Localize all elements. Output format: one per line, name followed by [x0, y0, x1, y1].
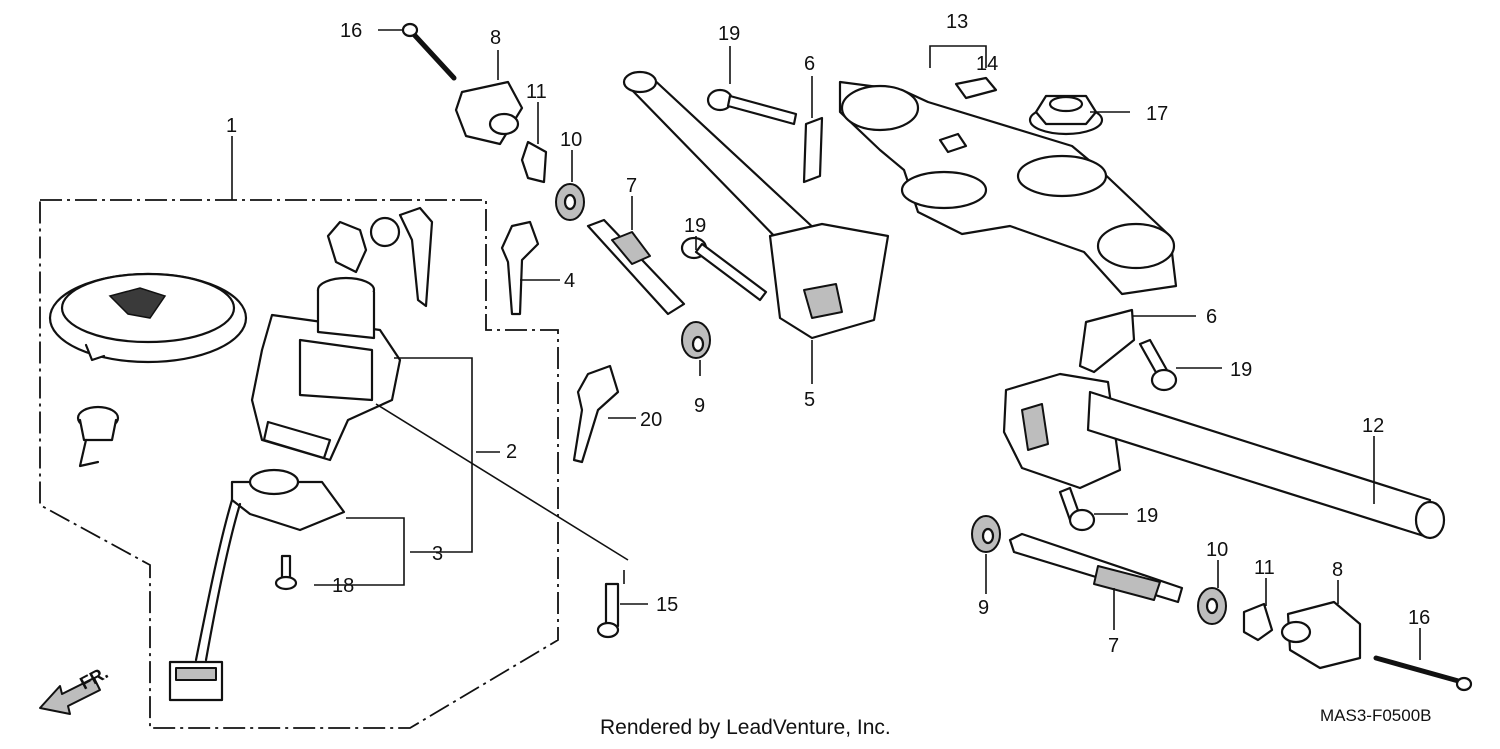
- top-bridge: [838, 80, 1178, 296]
- callout-5: 5: [804, 389, 815, 411]
- bar-end-weight-right: [1280, 600, 1473, 692]
- bolt-15: [596, 582, 620, 639]
- callout-4: 4: [564, 270, 575, 292]
- leader-15: [375, 403, 629, 561]
- callout-20: 20: [640, 409, 662, 431]
- pin-7-right: [1008, 532, 1184, 604]
- callout-7b: 7: [1108, 635, 1119, 657]
- bar-end-weight-left: [378, 22, 524, 146]
- screw-18: [274, 554, 298, 591]
- callout-19d: 19: [1136, 505, 1158, 527]
- nut-17: [1028, 94, 1104, 136]
- handlebar-right: [1002, 372, 1446, 540]
- plate-14: [954, 76, 998, 100]
- callout-9a: 9: [694, 395, 705, 417]
- callout-6b: 6: [1206, 306, 1217, 328]
- callout-19c: 19: [1230, 359, 1252, 381]
- leader-13: [929, 45, 987, 68]
- callout-1: 1: [226, 115, 237, 137]
- bolt-19-b: [680, 236, 768, 302]
- callout-11a: 11: [526, 81, 547, 103]
- leader-2a: [394, 357, 473, 553]
- callout-19b: 19: [684, 215, 706, 237]
- leader-3: [314, 517, 405, 586]
- bolt-19-d: [1058, 486, 1096, 532]
- handlebar-left: [622, 70, 890, 340]
- callout-6a: 6: [804, 53, 815, 75]
- plate-6-right: [1078, 308, 1136, 374]
- ignition-kit-frame: [39, 199, 559, 729]
- pin-7-left: [586, 218, 686, 316]
- callout-12: 12: [1362, 415, 1384, 437]
- grommet: [76, 405, 120, 468]
- key-20: [572, 364, 620, 464]
- ignition-switch: [250, 206, 434, 462]
- rubber-9-right: [971, 515, 1001, 553]
- rubber-left: [555, 183, 585, 221]
- render-credit: Rendered by LeadVenture, Inc.: [600, 716, 891, 739]
- plate-6-top: [802, 116, 824, 184]
- bolt-19-c: [1138, 338, 1178, 392]
- rubber-10-right: [1197, 587, 1227, 625]
- callout-10b: 10: [1206, 539, 1228, 561]
- clip-11-right: [1242, 602, 1274, 642]
- key-sensor-ring: [168, 468, 346, 702]
- fuel-cap: [48, 272, 248, 364]
- callout-18: 18: [332, 575, 354, 597]
- callout-16b: 16: [1408, 607, 1430, 629]
- callout-8b: 8: [1332, 559, 1343, 581]
- drawing-code: MAS3-F0500B: [1320, 706, 1432, 725]
- callout-7a: 7: [626, 175, 637, 197]
- callout-17: 17: [1146, 103, 1168, 125]
- callout-16a: 16: [340, 20, 362, 42]
- key-4: [500, 220, 540, 316]
- clip-left: [520, 140, 548, 184]
- callout-15: 15: [656, 594, 678, 616]
- rubber-9-left: [681, 321, 711, 359]
- bolt-19-a: [706, 88, 798, 126]
- callout-14: 14: [976, 53, 998, 75]
- callout-2: 2: [506, 441, 517, 463]
- callout-13: 13: [946, 11, 968, 33]
- callout-11b: 11: [1254, 557, 1275, 579]
- callout-10a: 10: [560, 129, 582, 151]
- front-arrow: [39, 677, 101, 715]
- callout-3: 3: [432, 543, 443, 565]
- callout-19a: 19: [718, 23, 740, 45]
- callout-9b: 9: [978, 597, 989, 619]
- callout-8a: 8: [490, 27, 501, 49]
